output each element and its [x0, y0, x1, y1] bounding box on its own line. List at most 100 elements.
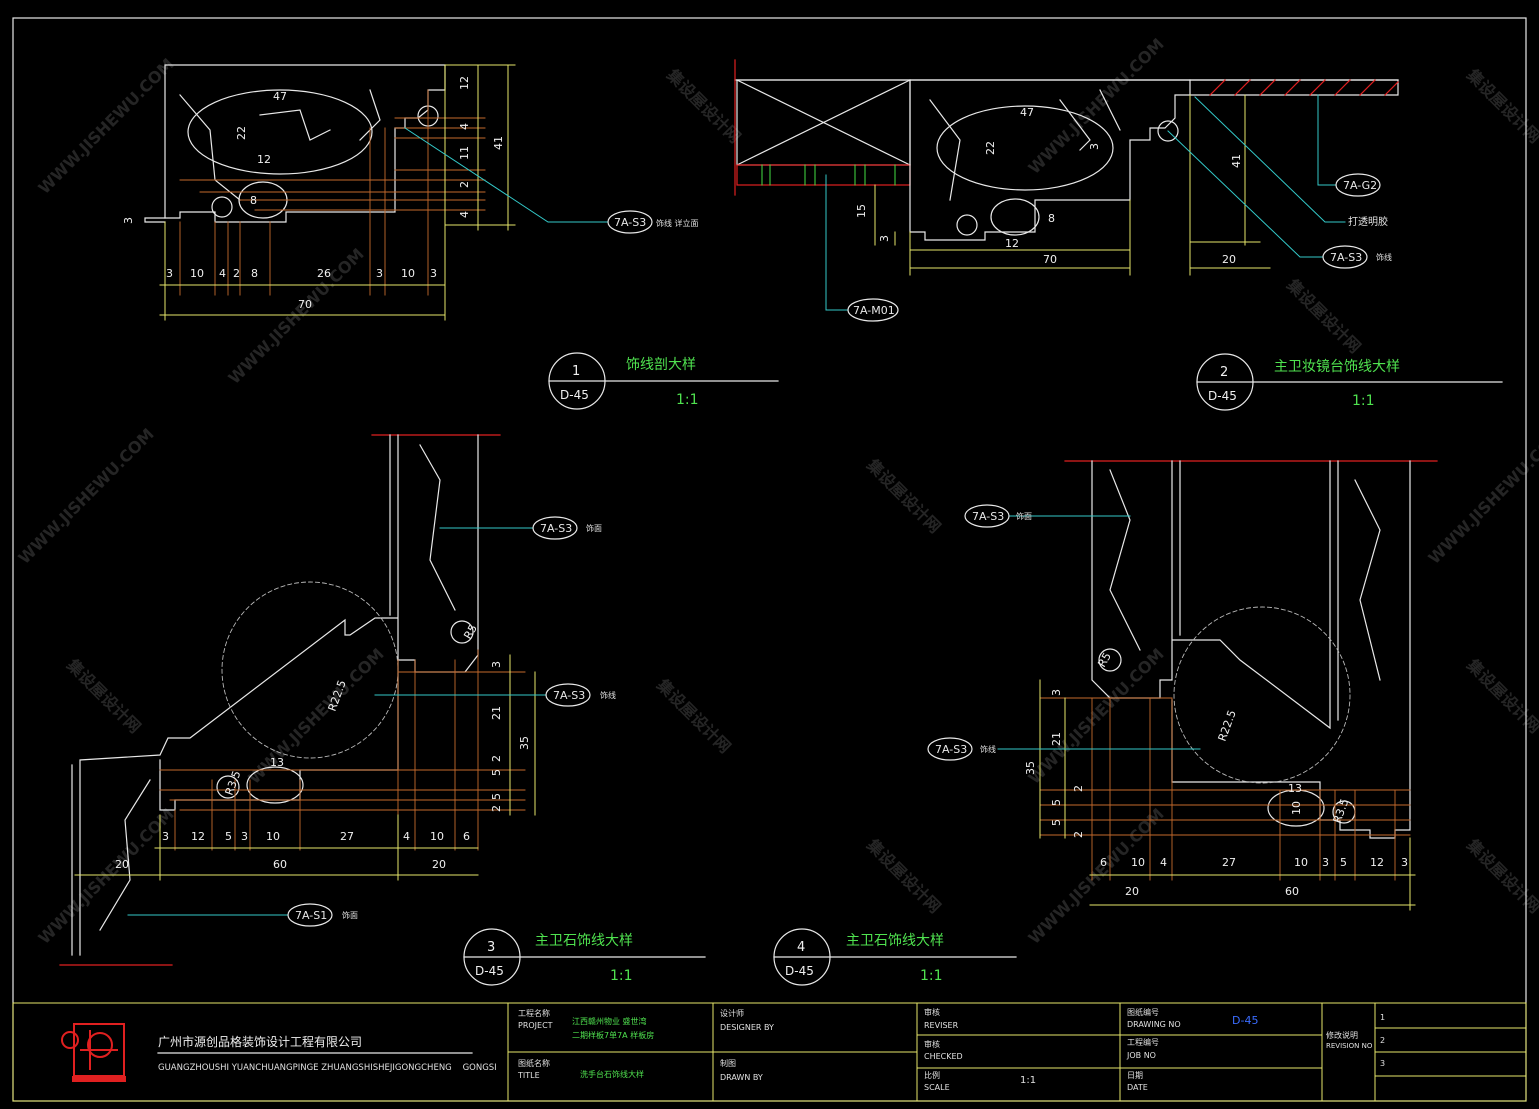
watermark-layer: WWW.JISHEWU.COM 集设屋设计网 WWW.JISHEWU.COM 集设屋设… [15, 35, 1539, 948]
detail-4-dim-l3: 5 [1050, 799, 1063, 806]
detail-3-dim-r1: 21 [490, 706, 503, 720]
detail-3-dim-bottom-1: 12 [191, 830, 205, 843]
detail-1-dim-right-total: 41 [492, 136, 505, 150]
detail-4-dashed-circle [1173, 606, 1351, 784]
detail-1-stone-veins [179, 89, 381, 201]
detail-3-tag-line-bubble [545, 683, 591, 707]
detail-3-tag-face-note: 饰面 [586, 523, 602, 533]
label-project-en: PROJECT [518, 1021, 553, 1030]
watermark-text: WWW.JISHEWU.COM [225, 245, 368, 388]
label-revision-cn: 修改说明 [1326, 1030, 1358, 1040]
detail-4-sheet: D-45 [785, 964, 814, 978]
drawing-title-value: 洗手台石饰线大样 [580, 1069, 644, 1079]
detail-3-radius-r35 [216, 775, 240, 799]
detail-1-ellipse-47 [187, 89, 373, 175]
label-reviser-cn: 审核 [924, 1007, 940, 1017]
detail-3-sheet: D-45 [475, 964, 504, 978]
detail-3-dimension-lines [74, 654, 536, 881]
detail-4-tag-line-note: 饰线 [980, 744, 996, 754]
detail-4-radius-r5 [1098, 648, 1122, 672]
label-title-en: TITLE [517, 1071, 540, 1080]
detail-1-dim-bottom-6: 3 [376, 267, 383, 280]
detail-1-dim-bottom-4: 8 [251, 267, 258, 280]
detail-2-tag-g2: 7A-G2 [1343, 179, 1377, 192]
detail-3-dim-r2: 5 [490, 769, 503, 776]
detail-3-dim-20b: 20 [432, 858, 446, 871]
detail-3-dim-60: 60 [273, 858, 287, 871]
detail-3-dim-bottom-5: 27 [340, 830, 354, 843]
detail-2-dim-3b: 3 [878, 235, 891, 242]
detail-4-dim-l5: 2 [1072, 831, 1085, 838]
watermark-text: 集设屋设计网 [653, 675, 735, 757]
watermark-text: 集设屋设计网 [863, 455, 945, 537]
title-block-grid [507, 1002, 1527, 1102]
detail-2-tag-s3-note: 饰线 [1376, 252, 1392, 262]
watermark-text: WWW.JISHEWU.COM [1425, 425, 1539, 568]
detail-4-number: 4 [797, 940, 805, 955]
label-scale-en: SCALE [924, 1083, 950, 1092]
detail-2-base-strip [736, 164, 911, 186]
detail-1-dim-bottom-7: 10 [401, 267, 415, 280]
detail-2-ellipse-8 [990, 198, 1040, 236]
label-scale-cn: 比例 [924, 1070, 940, 1080]
detail-1-tag-note: 饰线 详立面 [656, 218, 699, 228]
label-drawing-no-en: DRAWING NO [1127, 1020, 1181, 1029]
detail-4-dim-bottom-8: 3 [1401, 856, 1408, 869]
scale-value: 1:1 [1020, 1075, 1036, 1086]
label-drawn-cn: 制图 [720, 1058, 736, 1068]
detail-3-dim-bottom-0: 3 [162, 830, 169, 843]
detail-4-tag-face-note: 饰面 [1016, 511, 1032, 521]
watermark-text: WWW.JISHEWU.COM [35, 805, 178, 948]
detail-1-dim-8: 8 [250, 194, 257, 207]
detail-1-dim-12: 12 [257, 153, 271, 166]
detail-1-dimension-grid [179, 89, 486, 296]
watermark-text: 集设屋设计网 [1283, 275, 1365, 357]
detail-3-dim-r5: 2 [490, 805, 503, 812]
company-logo [61, 1023, 126, 1082]
revision-2: 2 [1380, 1036, 1385, 1045]
detail-3-dim-13: 13 [270, 756, 284, 769]
detail-4-scale: 1:1 [920, 968, 943, 984]
detail-3-dim-r35-label: R3.5 [223, 769, 244, 797]
detail-3-dim-bottom-2: 5 [225, 830, 232, 843]
detail-3-title: 主卫石饰线大样 [535, 933, 633, 949]
detail-3-dim-r3: 2 [490, 755, 503, 762]
detail-2-dim-22: 22 [984, 141, 997, 155]
watermark-text: WWW.JISHEWU.COM [15, 425, 158, 568]
watermark-text: 集设屋设计网 [63, 655, 145, 737]
detail-1-tag-bubble [607, 210, 653, 234]
detail-3-outer-edge [71, 434, 391, 956]
label-project-cn: 工程名称 [518, 1008, 550, 1018]
detail-2-ellipse-47 [936, 105, 1114, 191]
detail-2-leader-m01 [825, 174, 849, 311]
detail-1-dim-bottom-1: 10 [190, 267, 204, 280]
detail-4-dim-bottom-1: 10 [1131, 856, 1145, 869]
detail-3-tag-line: 7A-S3 [553, 689, 585, 702]
detail-1-dim-bottom-8: 3 [430, 267, 437, 280]
detail-1-dim-r3: 2 [458, 181, 471, 188]
detail-1-step [144, 217, 166, 223]
detail-1-tag-code: 7A-S3 [614, 216, 646, 229]
detail-4-stone-veins [1109, 469, 1381, 681]
detail-2-mirror-hatch [1209, 79, 1399, 96]
detail-2-leader-g2 [1317, 94, 1337, 186]
detail-2-mirror [1189, 79, 1399, 96]
label-drawing-no-cn: 图纸编号 [1127, 1007, 1159, 1017]
detail-2-stone-veins [929, 89, 1121, 201]
detail-1-dim-bottom-3: 2 [233, 267, 240, 280]
watermark-text: 集设屋设计网 [863, 835, 945, 917]
watermark-text: WWW.JISHEWU.COM [1025, 805, 1168, 948]
detail-2-tag-s3: 7A-S3 [1330, 251, 1362, 264]
label-date-cn: 日期 [1127, 1071, 1143, 1080]
detail-2-dim-3: 3 [1088, 143, 1101, 150]
detail-4-dim-60: 60 [1285, 885, 1299, 898]
detail-2-tag-s3-bubble [1322, 245, 1368, 269]
detail-4-tag-line-bubble [927, 737, 973, 761]
detail-2-title: 主卫妆镜台饰线大样 [1274, 359, 1400, 375]
detail-4-dim-13: 13 [1288, 782, 1302, 795]
detail-1-scale: 1:1 [676, 392, 699, 408]
detail-4-dim-bottom-3: 27 [1222, 856, 1236, 869]
detail-4-dim-bottom-4: 10 [1294, 856, 1308, 869]
detail-3-number: 3 [487, 940, 495, 955]
